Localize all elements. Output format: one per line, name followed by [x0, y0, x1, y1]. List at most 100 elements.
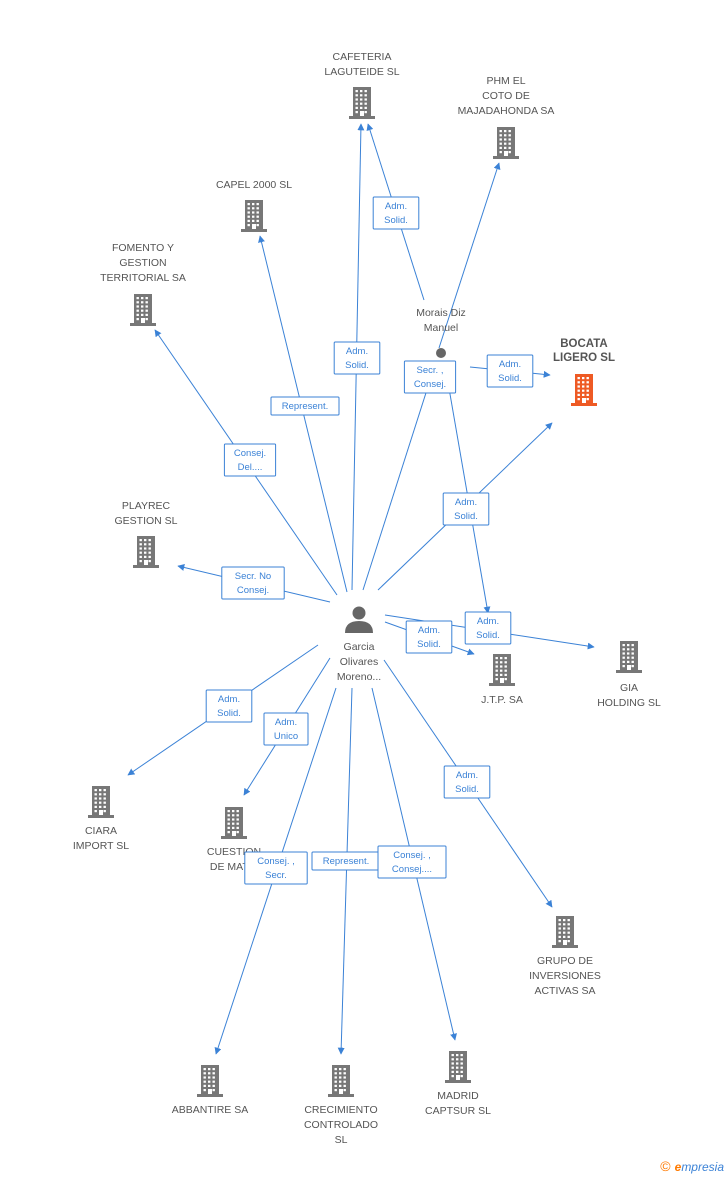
node-label: MADRID	[437, 1090, 479, 1102]
edges-layer	[127, 123, 595, 1055]
edge-label-text: Represent.	[282, 401, 328, 412]
node-label: GIA	[620, 682, 638, 694]
node-madrid[interactable]: MADRID CAPTSUR SL	[425, 1051, 491, 1117]
node-label: SL	[335, 1134, 348, 1146]
node-label: Manuel	[424, 322, 458, 334]
edge-label-text: Adm.	[385, 201, 407, 212]
building-icon	[493, 127, 519, 159]
building-icon	[130, 294, 156, 326]
edge-label-text: Adm.	[455, 497, 477, 508]
brand-name: empresia	[674, 1160, 724, 1174]
edge-label-morais-to-gia[interactable]: Adm. Solid.	[464, 611, 512, 645]
node-label: ABBANTIRE SA	[172, 1104, 248, 1116]
edge-label-morais-to-bocata[interactable]: Adm. Solid.	[486, 354, 534, 388]
node-label: ACTIVAS SA	[534, 985, 595, 997]
building-icon	[221, 807, 247, 839]
edge-label-text: Consej....	[392, 864, 432, 875]
node-label: CAFETERIA	[333, 51, 392, 63]
edge-label-text: Represent.	[323, 856, 369, 867]
building-icon	[133, 536, 159, 568]
node-label: GESTION SL	[114, 515, 177, 527]
edge-label-text: Solid.	[498, 373, 522, 384]
footer-brand[interactable]: ©empresia	[660, 1158, 724, 1174]
edge-label-text: Adm.	[499, 359, 521, 370]
node-abbantire[interactable]: ABBANTIRE SA	[172, 1065, 248, 1116]
building-icon	[571, 374, 597, 406]
person-icon	[436, 348, 446, 358]
node-phm[interactable]: PHM EL COTO DE MAJADAHONDA SA	[458, 75, 555, 159]
edge-label-text: Adm.	[456, 770, 478, 781]
edge-label-text: Solid.	[476, 630, 500, 641]
copyright-icon: ©	[660, 1158, 671, 1174]
node-gia[interactable]: GIA HOLDING SL	[597, 641, 661, 709]
edge-label-garcia-to-ciara[interactable]: Adm.Solid.	[205, 689, 253, 723]
node-label: COTO DE	[482, 90, 530, 102]
node-label: CRECIMIENTO	[304, 1104, 377, 1116]
node-label: Olivares	[340, 656, 379, 668]
node-bocata[interactable]: BOCATA LIGERO SL	[553, 338, 615, 406]
node-garcia[interactable]: GarciaOlivaresMoreno...	[337, 606, 381, 684]
edge-label-garcia-to-morais[interactable]: Secr. , Consej.	[403, 360, 457, 394]
edge-labels-layer: Adm. Solid. Adm. Solid. Adm. Solid. Adm. Solid.…	[205, 196, 534, 885]
edge-label-text: Unico	[274, 731, 298, 742]
node-label: BOCATA	[560, 338, 607, 350]
edge-label-text: Solid.	[454, 511, 478, 522]
edge-label-garcia-to-capel[interactable]: Represent.	[270, 396, 340, 416]
edge-label-text: Secr.	[265, 870, 287, 881]
edge-label-garcia-to-playrec[interactable]: Secr. No Consej.	[221, 566, 285, 600]
node-label: IMPORT SL	[73, 840, 129, 852]
edge-label-garcia-to-abbantire[interactable]: Consej. , Secr.	[244, 851, 308, 885]
edge-label-garcia-to-cafeteria[interactable]: Adm.Solid.	[333, 341, 381, 375]
edge-label-text: Consej.	[414, 379, 446, 390]
node-jtp[interactable]: J.T.P. SA	[481, 654, 523, 706]
node-label: TERRITORIAL SA	[100, 272, 186, 284]
node-capel[interactable]: CAPEL 2000 SL	[216, 179, 292, 232]
edge-label-garcia-to-grupo[interactable]: Adm.Solid.	[443, 765, 491, 799]
edge-label-text: Secr. ,	[417, 365, 444, 376]
node-label: PHM EL	[486, 75, 525, 87]
node-label: INVERSIONES	[529, 970, 601, 982]
node-label: CIARA	[85, 825, 117, 837]
edge-label-text: Solid.	[384, 215, 408, 226]
node-label: LIGERO SL	[553, 352, 615, 364]
node-label: MAJADAHONDA SA	[458, 105, 555, 117]
edge-label-text: Solid.	[417, 639, 441, 650]
node-label: Morais Diz	[416, 307, 466, 319]
edge-label-text: Consej. ,	[257, 856, 295, 867]
edge-label-text: Solid.	[217, 708, 241, 719]
edge-label-text: Consej.	[234, 448, 266, 459]
building-icon	[445, 1051, 471, 1083]
edge-label-text: Adm.	[477, 616, 499, 627]
edge-garcia-to-morais	[362, 373, 434, 591]
node-label: GESTION	[119, 257, 166, 269]
node-label: CAPTSUR SL	[425, 1105, 491, 1117]
edge-morais-to-gia	[445, 370, 491, 614]
edge-label-garcia-to-madrid[interactable]: Consej. ,Consej....	[377, 845, 447, 879]
node-label: Moreno...	[337, 671, 381, 683]
edge-label-garcia-to-crecimiento[interactable]: Represent.	[311, 851, 381, 871]
node-label: Garcia	[344, 641, 375, 653]
edge-label-text: Adm.	[275, 717, 297, 728]
edge-label-garcia-to-fomento[interactable]: Consej. Del....	[223, 443, 277, 477]
building-icon	[616, 641, 642, 673]
edge-label-text: Consej.	[237, 585, 269, 596]
node-label: CONTROLADO	[304, 1119, 378, 1131]
edge-label-garcia-to-jtp[interactable]: Adm.Solid.	[405, 620, 453, 654]
edge-label-garcia-to-bocata[interactable]: Adm. Solid.	[442, 492, 490, 526]
edge-label-text: Secr. No	[235, 571, 271, 582]
building-icon	[328, 1065, 354, 1097]
edge-label-garcia-to-cuestion[interactable]: Adm. Unico	[263, 712, 309, 746]
edge-label-morais-to-cafeteria[interactable]: Adm. Solid.	[372, 196, 420, 230]
edge-label-text: Del....	[238, 462, 263, 473]
node-label: HOLDING SL	[597, 697, 661, 709]
node-crecimiento[interactable]: CRECIMIENTO CONTROLADO SL	[304, 1065, 378, 1146]
building-icon	[489, 654, 515, 686]
node-ciara[interactable]: CIARA IMPORT SL	[73, 786, 129, 852]
